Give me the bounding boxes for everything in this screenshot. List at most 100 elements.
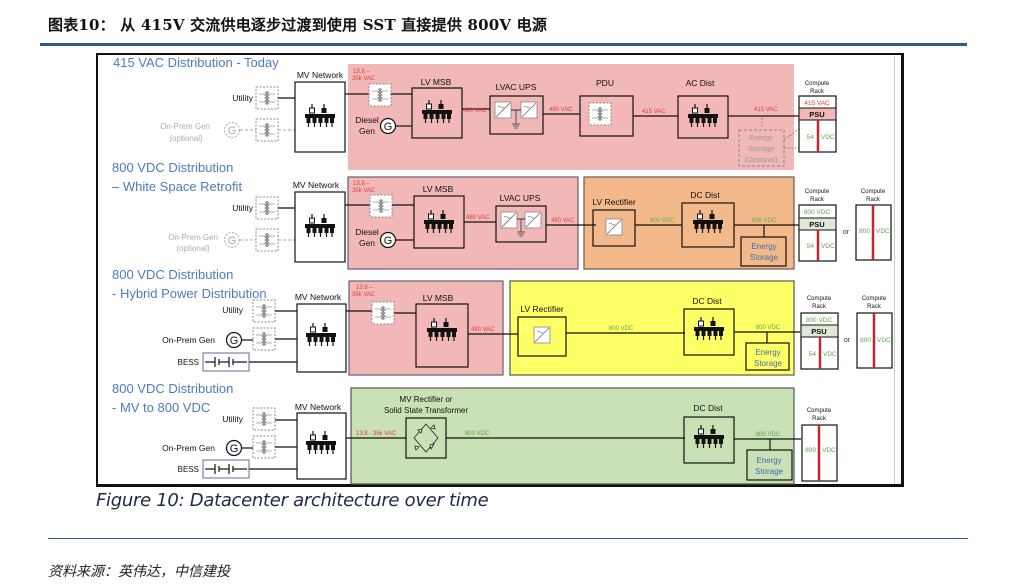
svg-text:VDC: VDC xyxy=(821,134,835,141)
svg-text:Compute: Compute xyxy=(861,189,886,195)
header-rule xyxy=(40,43,967,46)
svg-text:Compute: Compute xyxy=(805,189,830,195)
lvac-ups-box xyxy=(489,95,544,135)
utility-label: Utility xyxy=(232,93,254,103)
svg-text:PSU: PSU xyxy=(809,110,824,119)
lv-rectifier-box xyxy=(592,209,636,247)
generator-icon xyxy=(379,231,397,249)
onprem-gen-label: On-Prem Gen xyxy=(168,233,218,242)
storage-label: Energy xyxy=(756,456,781,465)
converter-icon xyxy=(494,101,512,119)
svg-text:54: 54 xyxy=(809,351,817,358)
voltage-label: 800 VDC xyxy=(756,432,781,438)
battery-icon xyxy=(202,352,250,372)
sst-label-2: Solid State Transformer xyxy=(384,406,468,415)
generator-icon xyxy=(224,232,240,248)
voltage-label: 480 VAC xyxy=(471,327,495,333)
svg-text:Rack: Rack xyxy=(810,89,825,95)
lv-rectifier-label: LV Rectifier xyxy=(592,197,635,207)
utility-label: Utility xyxy=(222,305,244,315)
diode-bridge-icon xyxy=(413,423,439,453)
ac-dist-box xyxy=(677,95,729,139)
voltage-label: 800 VDC xyxy=(752,218,777,224)
svg-text:Compute: Compute xyxy=(807,296,832,302)
rectifier-icon xyxy=(533,326,551,344)
compute-rack: Compute Rack 415 VAC PSU 54 VDC xyxy=(798,81,837,153)
row-title: 415 VAC Distribution - Today xyxy=(113,55,279,70)
voltage-label: 480 VAC xyxy=(463,108,487,114)
mv-network-label: MV Network xyxy=(297,70,344,80)
figure-caption: Figure 10: Datacenter architecture over … xyxy=(96,490,489,511)
storage-label: (Optional) xyxy=(745,155,778,164)
pink-zone xyxy=(347,176,579,270)
bess-label: BESS xyxy=(178,358,199,367)
svg-text:54: 54 xyxy=(807,243,815,250)
transformer-icon xyxy=(588,102,612,126)
svg-text:Rack: Rack xyxy=(812,416,827,422)
utility-label: Utility xyxy=(232,203,254,213)
transformer-icon xyxy=(252,435,276,459)
diagram-frame xyxy=(96,53,904,487)
storage-label: Storage xyxy=(750,253,779,262)
mv-network-box xyxy=(294,191,346,263)
svg-text:800: 800 xyxy=(860,337,871,344)
svg-text:VDC: VDC xyxy=(877,337,891,344)
storage-label: Energy xyxy=(755,348,780,357)
converter-icon xyxy=(520,101,538,119)
voltage-label: 480 VAC xyxy=(549,107,573,113)
generator-icon xyxy=(224,122,240,138)
transformer-icon xyxy=(255,118,279,142)
transformer-icon xyxy=(255,86,279,110)
row-subtitle: - Hybrid Power Distribution xyxy=(112,286,267,301)
transformer-icon xyxy=(255,228,279,252)
mv-voltage-label-2: 35k VAC xyxy=(352,76,376,82)
mv-network-label: MV Network xyxy=(295,402,342,412)
lv-rectifier-label: LV Rectifier xyxy=(520,304,563,314)
lv-msb-label: LV MSB xyxy=(423,184,454,194)
transformer-icon xyxy=(252,299,276,323)
bess-label: BESS xyxy=(178,465,199,474)
lv-msb-box xyxy=(411,87,463,139)
svg-text:800: 800 xyxy=(859,228,870,235)
onprem-gen-label: On-Prem Gen xyxy=(162,443,215,453)
mv-voltage-label: 13.8 – xyxy=(353,69,370,75)
mv-voltage-label: 13.8 – xyxy=(353,181,370,187)
or-label: or xyxy=(844,337,851,344)
transformer-icon xyxy=(369,194,393,218)
onprem-gen-label: On-Prem Gen xyxy=(160,122,210,131)
sst-label: MV Rectifier or xyxy=(400,395,453,404)
row-subtitle: – White Space Retrofit xyxy=(112,179,242,194)
dc-dist-label: DC Dist xyxy=(692,296,722,306)
compute-rack-direct: Compute Rack 800 VDC xyxy=(856,296,893,369)
svg-text:VDC: VDC xyxy=(821,243,835,250)
mv-voltage-label-2: 35k VAC xyxy=(352,188,376,194)
lv-msb-label: LV MSB xyxy=(423,293,454,303)
source-note: 资料来源：英伟达，中信建投 xyxy=(48,565,230,580)
mv-voltage-label-2: 35k VAC xyxy=(352,292,376,298)
voltage-label: 13.8 - 35k VAC xyxy=(356,431,397,437)
lv-rectifier-box xyxy=(517,316,567,357)
diesel-label: Diesel xyxy=(355,227,379,237)
svg-text:Compute: Compute xyxy=(807,408,832,414)
compute-rack-direct: Compute Rack 800 VDC xyxy=(801,408,838,482)
diesel-label: Diesel xyxy=(355,115,379,125)
transformer-icon xyxy=(252,407,276,431)
diesel-gen-label: Gen xyxy=(359,126,375,136)
utility-label: Utility xyxy=(222,414,244,424)
figure-header-title: 图表10： 从 415V 交流供电逐步过渡到使用 SST 直接提供 800V 电… xyxy=(48,16,548,34)
or-label: or xyxy=(843,229,850,236)
svg-text:415 VAC: 415 VAC xyxy=(804,100,830,107)
row-title: 800 VDC Distribution xyxy=(112,160,233,175)
diesel-gen-label: Gen xyxy=(359,238,375,248)
energy-storage-box xyxy=(740,236,787,267)
pink-zone xyxy=(348,64,794,170)
voltage-label: 415 VAC xyxy=(754,107,778,113)
svg-text:800 VDC: 800 VDC xyxy=(804,209,831,216)
generator-icon xyxy=(225,331,243,349)
storage-label: Energy xyxy=(751,242,776,251)
voltage-label: 800 VDC xyxy=(465,431,490,437)
lvac-ups-box xyxy=(495,205,547,243)
transformer-icon xyxy=(252,327,276,351)
converter-icon xyxy=(524,211,542,229)
compute-rack: Compute Rack 800 VDC PSU 54 VDC xyxy=(798,189,837,262)
